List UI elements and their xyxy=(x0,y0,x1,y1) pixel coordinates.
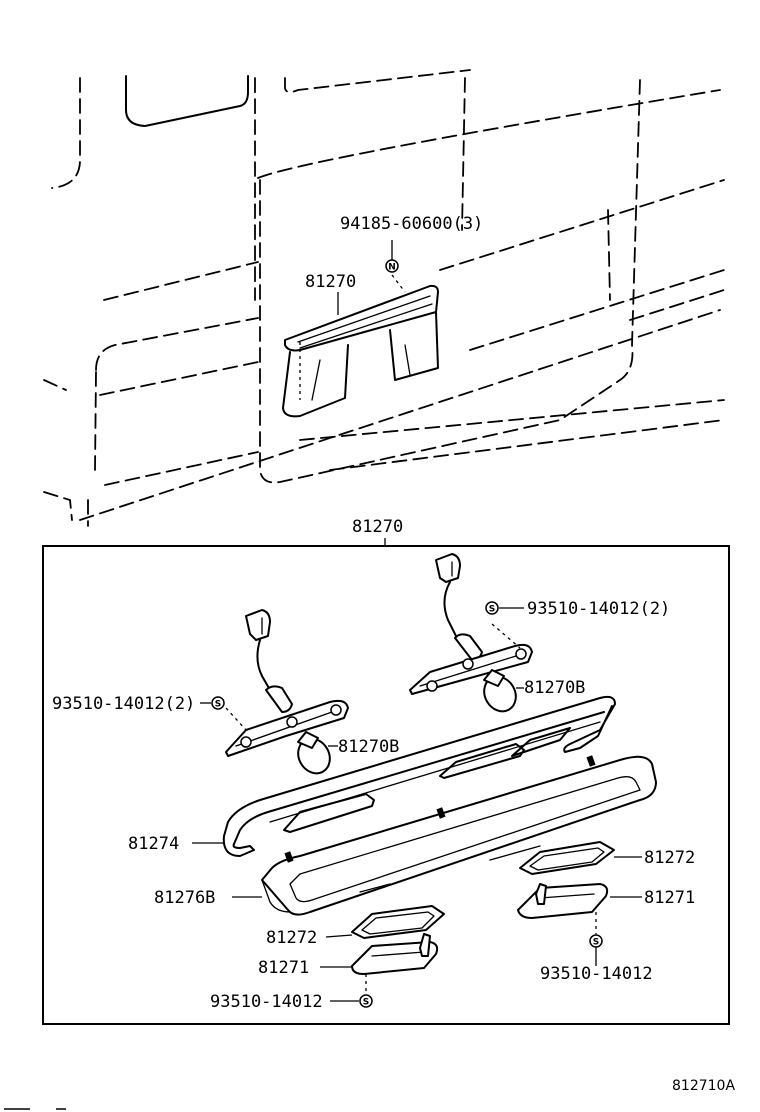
screw-label-bottom-right: 93510-14012 xyxy=(540,964,653,984)
license-lamp-right[interactable] xyxy=(517,883,609,919)
license-lamp-left[interactable] xyxy=(351,933,439,975)
svg-text:S: S xyxy=(215,700,221,710)
screw-symbol-icon xyxy=(485,601,499,615)
screw-path-right xyxy=(491,623,521,649)
screw-label-left: 93510-14012(2) xyxy=(52,694,195,714)
socket-wire-right[interactable] xyxy=(409,553,533,695)
vehicle-body-outline xyxy=(43,69,725,527)
assembly-label-top: 81270 xyxy=(305,272,356,292)
screw-label-top: 94185-60600(3) xyxy=(340,214,483,234)
bulb-label-right: 81270B xyxy=(524,678,585,698)
bulb-left[interactable] xyxy=(292,731,336,779)
lens-81274[interactable] xyxy=(222,695,616,857)
gasket-left[interactable] xyxy=(351,905,445,939)
gasket-label-right: 81272 xyxy=(644,848,695,868)
installed-stop-lamp[interactable] xyxy=(282,284,439,418)
screw-symbol-icon xyxy=(359,994,373,1008)
housing-81276B[interactable] xyxy=(261,755,657,916)
gasket-label-left: 81272 xyxy=(266,928,317,948)
screw-path-left xyxy=(225,707,247,731)
svg-text:S: S xyxy=(489,605,495,615)
bulb-label-left: 81270B xyxy=(338,737,399,757)
screw-label-bottom-left: 93510-14012 xyxy=(210,992,323,1012)
gasket-right[interactable] xyxy=(519,841,615,875)
socket-wire-left[interactable] xyxy=(225,609,349,757)
lamp-label-left: 81271 xyxy=(258,958,309,978)
exploded-view-frame xyxy=(42,545,730,1025)
lens-label: 81274 xyxy=(128,834,179,854)
screw-label-right: 93510-14012(2) xyxy=(527,599,670,619)
lamp-label-right: 81271 xyxy=(644,888,695,908)
svg-text:S: S xyxy=(593,938,599,948)
housing-label: 81276B xyxy=(154,888,215,908)
nut-symbol-text: N xyxy=(388,263,396,273)
figure-code: 812710A xyxy=(672,1078,735,1094)
svg-text:S: S xyxy=(363,998,369,1008)
bulb-right[interactable] xyxy=(478,669,522,717)
box-label: 81270 xyxy=(352,517,403,537)
screw-symbol-icon xyxy=(211,696,225,710)
screw-path-top xyxy=(391,274,406,293)
nut-symbol-icon xyxy=(385,259,399,273)
